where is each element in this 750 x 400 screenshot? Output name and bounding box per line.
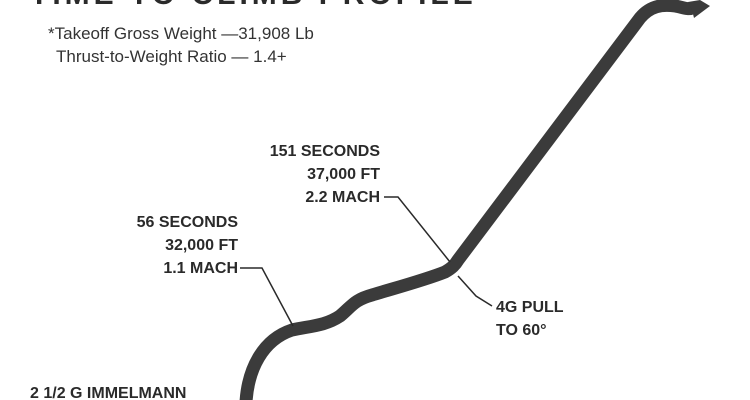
label-151-seconds: 151 SECONDS 37,000 FT 2.2 MACH — [270, 140, 380, 209]
leader-line-151s — [384, 196, 451, 263]
time-56: 56 SECONDS — [136, 214, 238, 231]
thrust-ratio-note: Thrust-to-Weight Ratio — 1.4+ — [56, 47, 287, 66]
diagram-title: TIME TO CLIMB PROFILE — [30, 0, 477, 12]
pull-g: 4G PULL — [496, 299, 564, 316]
gross-weight-note: *Takeoff Gross Weight —31,908 Lb — [48, 24, 314, 43]
leader-line-4g — [457, 275, 493, 307]
label-4g-pull: 4G PULL TO 60° — [496, 296, 564, 342]
aircraft-silhouette — [688, 0, 710, 18]
speed-1-1-mach: 1.1 MACH — [163, 260, 238, 277]
time-151: 151 SECONDS — [269, 143, 380, 160]
leader-line-56s — [240, 267, 294, 327]
flight-path — [239, 0, 695, 400]
altitude-37000: 37,000 FT — [307, 166, 380, 183]
altitude-32000: 32,000 FT — [165, 237, 238, 254]
label-56-seconds: 56 SECONDS 32,000 FT 1.1 MACH — [137, 211, 238, 280]
speed-2-2-mach: 2.2 MACH — [305, 189, 380, 206]
label-immelmann: 2 1/2 G IMMELMANN — [30, 385, 187, 400]
pull-angle: TO 60° — [496, 322, 547, 339]
